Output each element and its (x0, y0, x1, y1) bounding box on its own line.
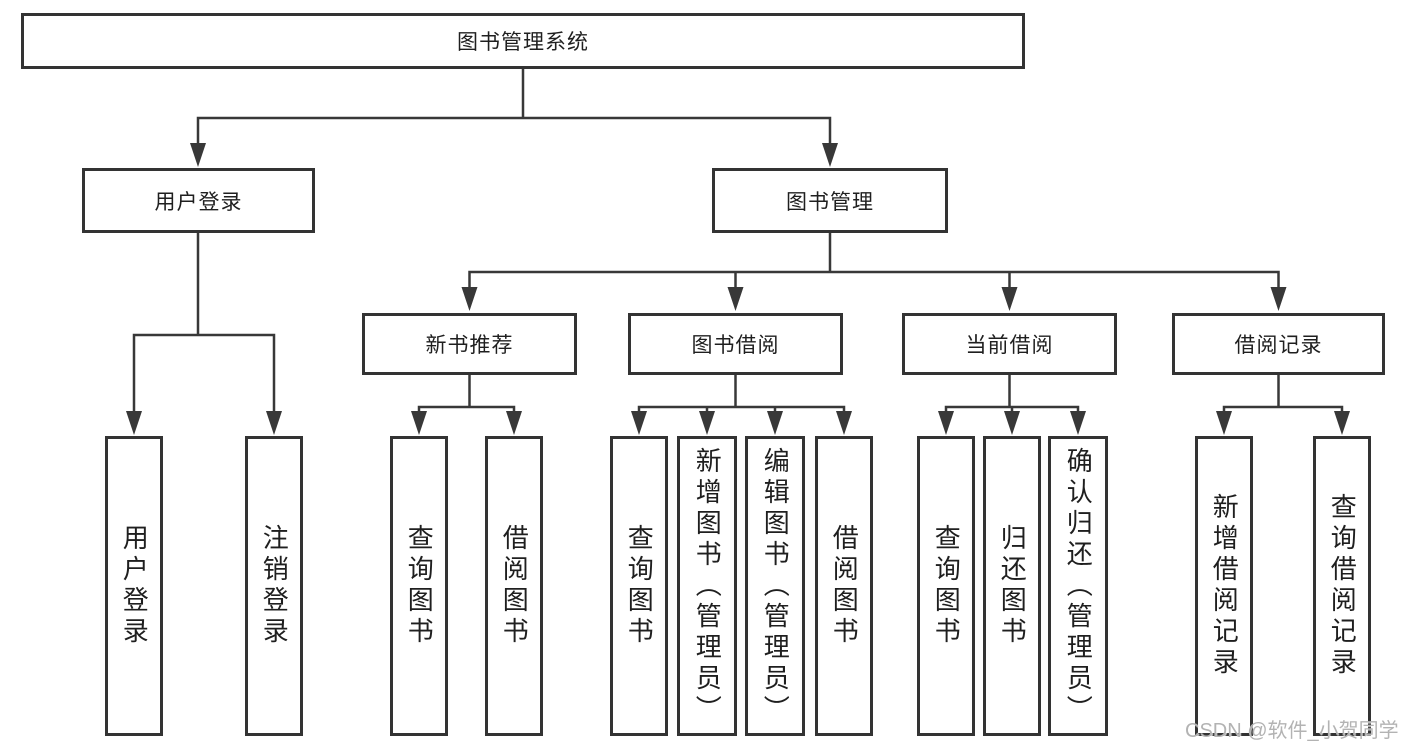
node-label: 确认归还（管理员） (1063, 446, 1094, 726)
leaf-query-borrow-record: 查询借阅记录 (1313, 436, 1371, 736)
node-label: 当前借阅 (965, 334, 1054, 357)
node-book-borrow: 图书借阅 (628, 313, 843, 375)
node-label: 注销登录 (259, 524, 290, 648)
node-label: 查询图书 (624, 524, 655, 648)
node-book-management: 图书管理 (712, 168, 948, 233)
csdn-watermark: CSDN @软件_小贺同学 (1185, 720, 1399, 742)
leaf-query-books-recommend: 查询图书 (390, 436, 448, 736)
node-label: 编辑图书（管理员） (760, 446, 791, 726)
leaf-logout: 注销登录 (245, 436, 303, 736)
leaf-user-login: 用户登录 (105, 436, 163, 736)
node-label: 借阅图书 (499, 524, 530, 648)
node-label: 查询借阅记录 (1327, 493, 1358, 679)
node-label: 借阅图书 (829, 524, 860, 648)
node-new-book-recommend: 新书推荐 (362, 313, 577, 375)
node-user-login: 用户登录 (82, 168, 315, 233)
node-current-borrow: 当前借阅 (902, 313, 1117, 375)
leaf-query-books-current: 查询图书 (917, 436, 975, 736)
node-label: 图书管理 (786, 190, 874, 214)
node-label: 新增借阅记录 (1209, 493, 1240, 679)
node-label: 借阅记录 (1234, 334, 1323, 357)
node-label: 用户登录 (154, 190, 243, 214)
arrowhead-icons (126, 143, 1350, 435)
leaf-confirm-return-admin: 确认归还（管理员） (1048, 436, 1108, 736)
node-label: 查询图书 (931, 524, 962, 648)
leaf-return-books: 归还图书 (983, 436, 1041, 736)
node-library-management-system: 图书管理系统 (21, 13, 1025, 69)
node-label: 图书管理系统 (457, 31, 589, 54)
leaf-query-books-borrow: 查询图书 (610, 436, 668, 736)
node-label: 新书推荐 (425, 334, 514, 357)
node-label: 新增图书（管理员） (692, 446, 723, 726)
leaf-borrow-books-recommend: 借阅图书 (485, 436, 543, 736)
node-label: 归还图书 (997, 524, 1028, 648)
leaf-add-books-admin: 新增图书（管理员） (677, 436, 737, 736)
node-label: 查询图书 (404, 524, 435, 648)
node-label: 用户登录 (119, 524, 150, 648)
leaf-edit-books-admin: 编辑图书（管理员） (745, 436, 805, 736)
leaf-add-borrow-record: 新增借阅记录 (1195, 436, 1253, 736)
leaf-borrow-books: 借阅图书 (815, 436, 873, 736)
node-borrow-records: 借阅记录 (1172, 313, 1385, 375)
node-label: 图书借阅 (691, 334, 780, 357)
